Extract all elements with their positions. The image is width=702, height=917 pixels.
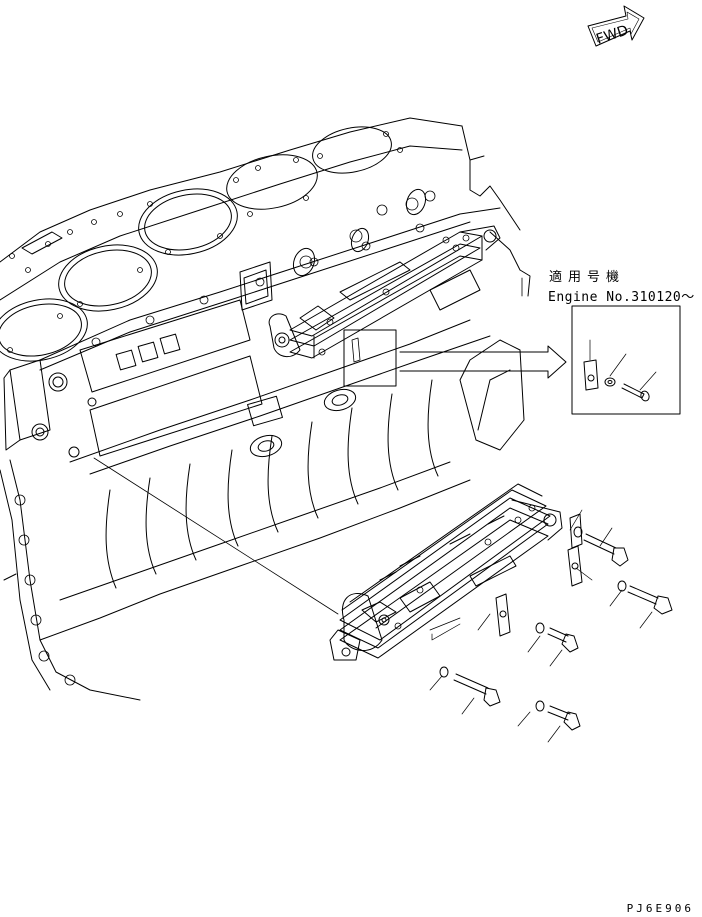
cylinder-bore	[0, 298, 88, 362]
installed-oil-cooler	[268, 225, 501, 359]
washers	[439, 526, 627, 712]
detail-arrow-icon	[399, 345, 567, 379]
bracket-plates	[495, 513, 583, 637]
fwd-arrow-icon: FWD	[587, 5, 645, 48]
exploded-oil-cooler	[329, 483, 563, 661]
assembly-leader-line	[93, 457, 339, 615]
cylinder-block	[0, 117, 531, 701]
applicability-title: 適用号機	[549, 270, 626, 285]
detail-callout-box	[343, 329, 397, 387]
deck-holes	[7, 131, 403, 353]
engine-number-range: Engine No.310120～	[548, 290, 695, 305]
detail-view	[571, 305, 681, 415]
bolts	[453, 533, 673, 731]
cylinder-bore	[138, 188, 238, 256]
cylinder-bore	[58, 244, 158, 312]
part-leader-lines	[429, 509, 653, 743]
drawing-code: PJ6E906	[626, 902, 694, 915]
